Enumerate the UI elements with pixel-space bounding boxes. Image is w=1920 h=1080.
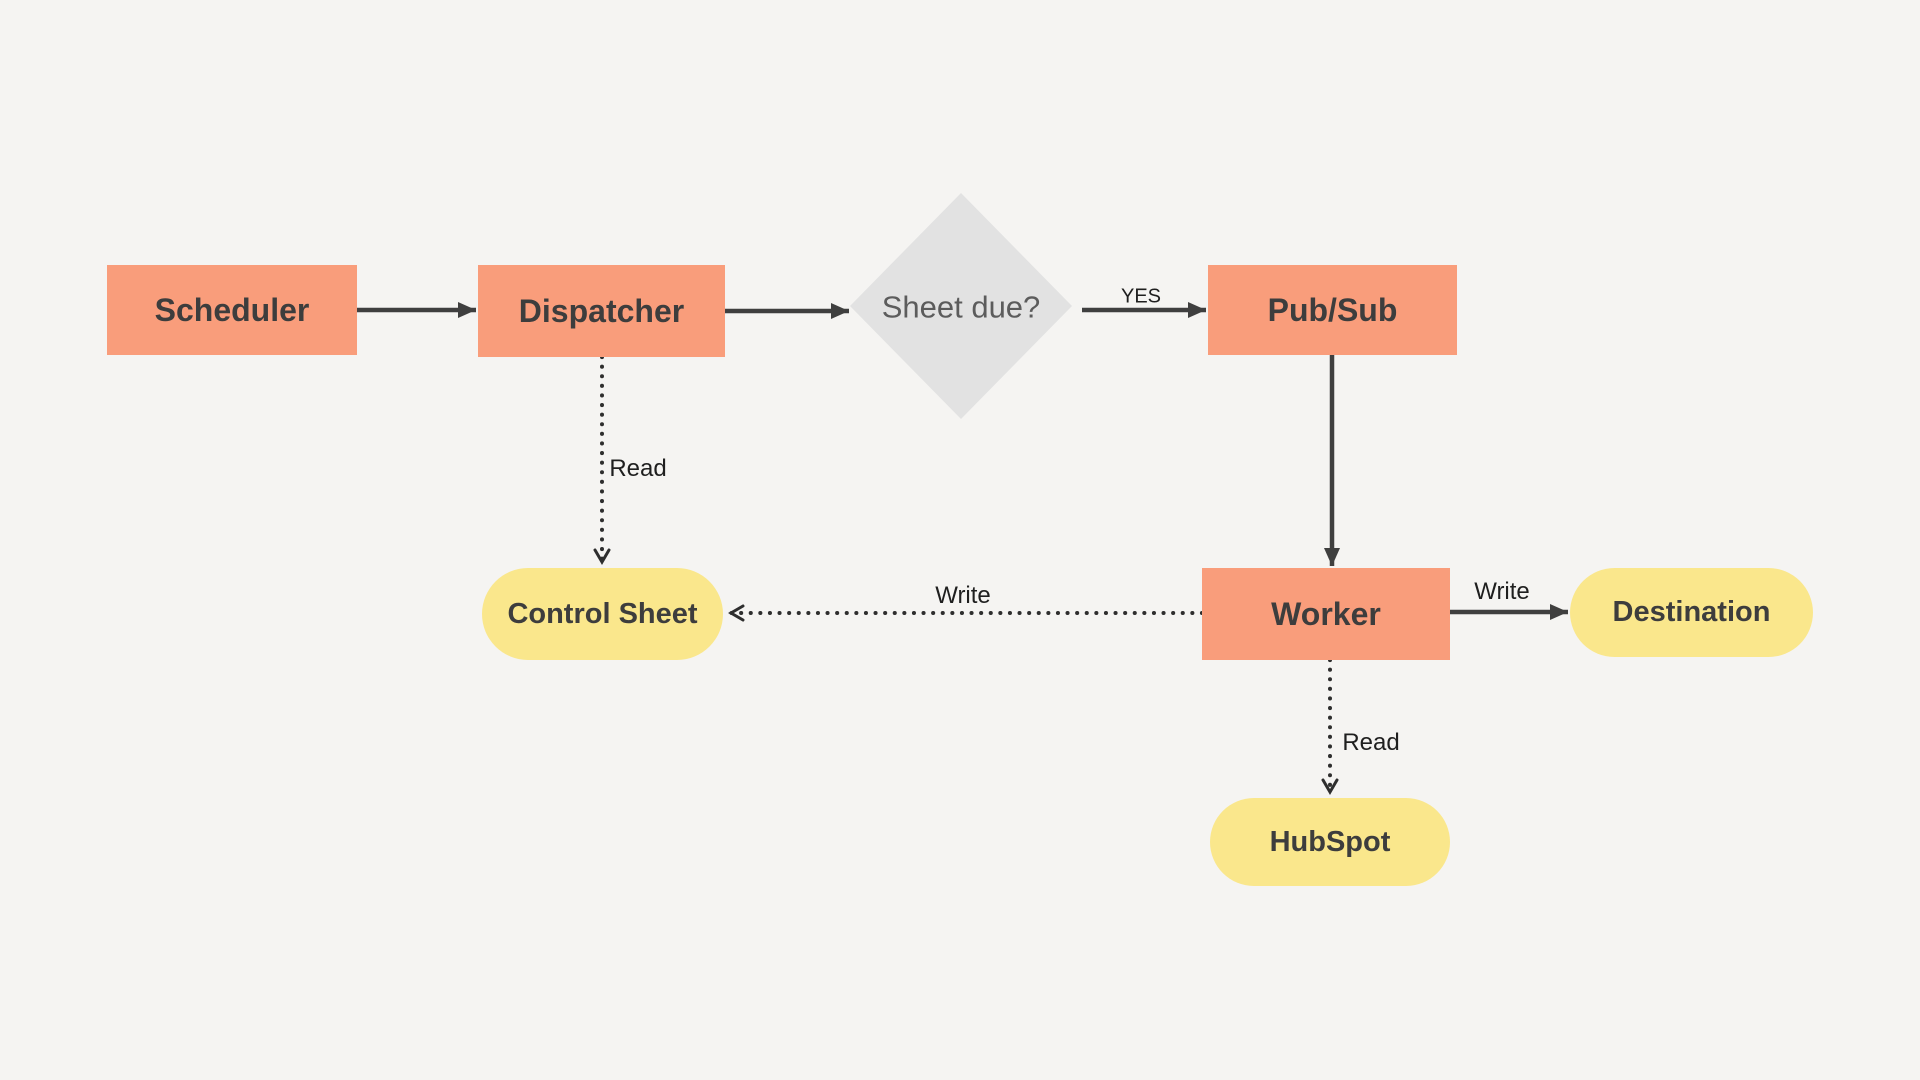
edge-label-worker-write-sheet: Write	[935, 582, 991, 609]
node-scheduler-label: Scheduler	[154, 291, 310, 328]
node-pubsub-label: Pub/Sub	[1267, 291, 1398, 328]
edge-label-dispatcher-read: Read	[609, 455, 667, 482]
edge-label-yes: YES	[1120, 285, 1162, 308]
node-control-sheet-label: Control Sheet	[507, 597, 698, 630]
decision-label: Sheet due?	[882, 290, 1041, 325]
node-dispatcher-label: Dispatcher	[518, 292, 685, 329]
node-destination: Destination	[1570, 568, 1813, 657]
node-control-sheet: Control Sheet	[482, 568, 723, 660]
edge-label-worker-write-destination: Write	[1474, 578, 1530, 605]
node-scheduler: Scheduler	[107, 265, 357, 355]
node-pubsub: Pub/Sub	[1208, 265, 1457, 355]
node-worker-label: Worker	[1271, 595, 1381, 632]
node-dispatcher: Dispatcher	[478, 265, 725, 357]
node-hubspot: HubSpot	[1210, 798, 1450, 886]
node-hubspot-label: HubSpot	[1269, 825, 1391, 858]
edge-label-worker-read-hubspot: Read	[1342, 729, 1400, 756]
node-destination-label: Destination	[1612, 596, 1771, 628]
decision-diamond-shape	[850, 193, 1072, 419]
node-worker: Worker	[1202, 568, 1450, 660]
